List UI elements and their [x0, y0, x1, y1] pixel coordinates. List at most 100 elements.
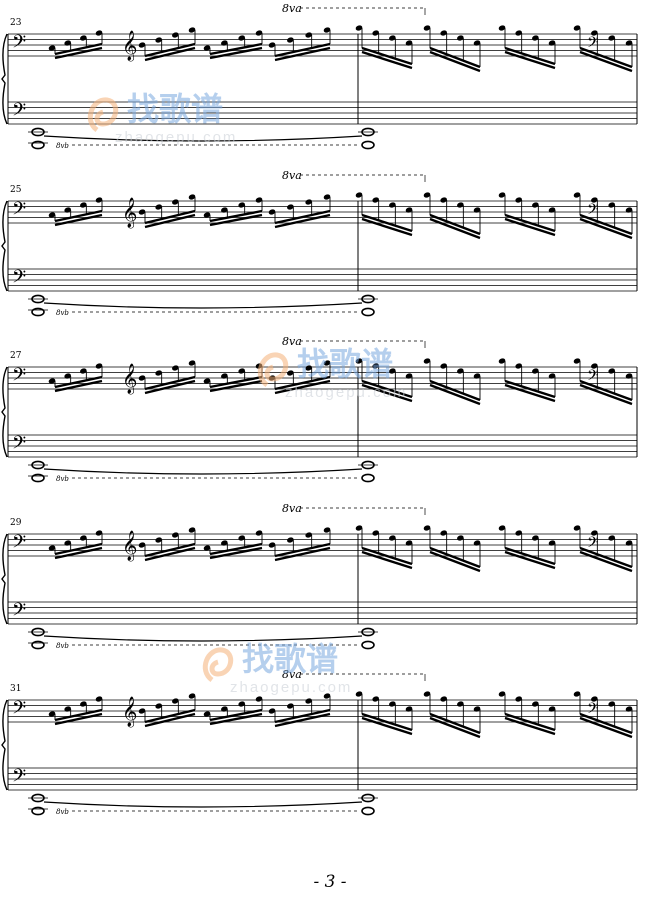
beam [429, 716, 481, 739]
beam [54, 46, 103, 60]
treble-clef-change: 𝄞 [122, 530, 137, 562]
ottava-marking: 8va [282, 169, 302, 182]
note-head [64, 373, 71, 379]
beam [209, 708, 263, 722]
watermark-brand-text: 找歌谱 [297, 345, 393, 383]
beam [504, 217, 556, 237]
ottava-bassa-marking: 8vb [56, 808, 69, 816]
note-head [255, 696, 263, 702]
ottava-bassa-marking: 8vb [56, 642, 69, 650]
beam [209, 379, 263, 393]
note-head [255, 197, 263, 203]
note-head [305, 32, 312, 38]
note-head [405, 373, 413, 379]
note-head [548, 540, 556, 546]
note-head [372, 197, 379, 203]
note-head [305, 532, 312, 538]
beam [274, 542, 331, 558]
treble-clef-change: 𝄞 [122, 197, 137, 229]
measure-number: 23 [10, 18, 22, 28]
note-head [591, 363, 598, 369]
note-head [138, 42, 146, 48]
beam [274, 375, 331, 391]
treble-clef-change: 𝄞 [122, 363, 137, 395]
bass-clef-change: 𝄢 [587, 534, 599, 555]
note-head [457, 202, 464, 208]
note-head [355, 25, 363, 31]
page-number: - 3 - [313, 872, 347, 892]
note-head [323, 27, 331, 33]
watermark-brand-text: 找歌谱 [127, 90, 223, 128]
brace [1, 366, 8, 458]
whole-note-low [31, 473, 45, 483]
note-head [573, 691, 581, 697]
beam [579, 213, 633, 236]
note-head [323, 693, 331, 699]
note-head [625, 40, 633, 46]
brace [1, 33, 8, 125]
note-head [608, 35, 615, 41]
note-head [532, 701, 539, 707]
beam [361, 50, 413, 70]
beam [54, 213, 103, 227]
note-head [305, 199, 312, 205]
brace [1, 533, 8, 625]
beam [144, 546, 196, 562]
bass-clef: 𝄢 [12, 532, 26, 557]
bass-clef: 𝄢 [12, 600, 26, 625]
note-head [172, 199, 179, 205]
beam [144, 708, 196, 724]
note-head [548, 207, 556, 213]
beam [429, 546, 481, 569]
note-head [440, 30, 447, 36]
note-head [515, 363, 522, 369]
note-head [305, 365, 312, 371]
beam [429, 550, 481, 573]
beam [361, 546, 413, 566]
beam [54, 546, 103, 560]
whole-note-low [361, 473, 375, 483]
note-head [608, 368, 615, 374]
note-head [372, 30, 379, 36]
beam [144, 542, 196, 558]
watermark-url-text: zhaogepu.com [115, 129, 237, 146]
beam [579, 217, 633, 240]
beam [579, 379, 633, 402]
watermark-clef-shape [87, 97, 119, 133]
note-head [573, 525, 581, 531]
note-head [80, 535, 87, 541]
note-head [473, 40, 481, 46]
measure-number: 25 [10, 185, 22, 195]
note-head [172, 532, 179, 538]
note-head [155, 537, 162, 543]
note-head [138, 708, 146, 714]
note-head [203, 45, 211, 51]
note-head [457, 368, 464, 374]
note-head [548, 706, 556, 712]
beam [274, 708, 331, 724]
note-head [532, 35, 539, 41]
note-head [95, 696, 103, 702]
beam [361, 550, 413, 570]
beam [361, 217, 413, 237]
tie [43, 468, 363, 475]
note-head [172, 365, 179, 371]
tie [43, 635, 363, 642]
note-head [473, 706, 481, 712]
note-head [238, 368, 245, 374]
ottava-bassa-marking: 8vb [56, 475, 69, 483]
beam [274, 546, 331, 562]
beam [504, 50, 556, 70]
note-head [405, 540, 413, 546]
beam [54, 708, 103, 722]
note-head [95, 197, 103, 203]
note-head [423, 691, 431, 697]
note-head [268, 209, 276, 215]
note-head [238, 535, 245, 541]
note-head [287, 703, 294, 709]
measure-number: 29 [10, 518, 22, 528]
note-head [405, 706, 413, 712]
note-head [64, 706, 71, 712]
